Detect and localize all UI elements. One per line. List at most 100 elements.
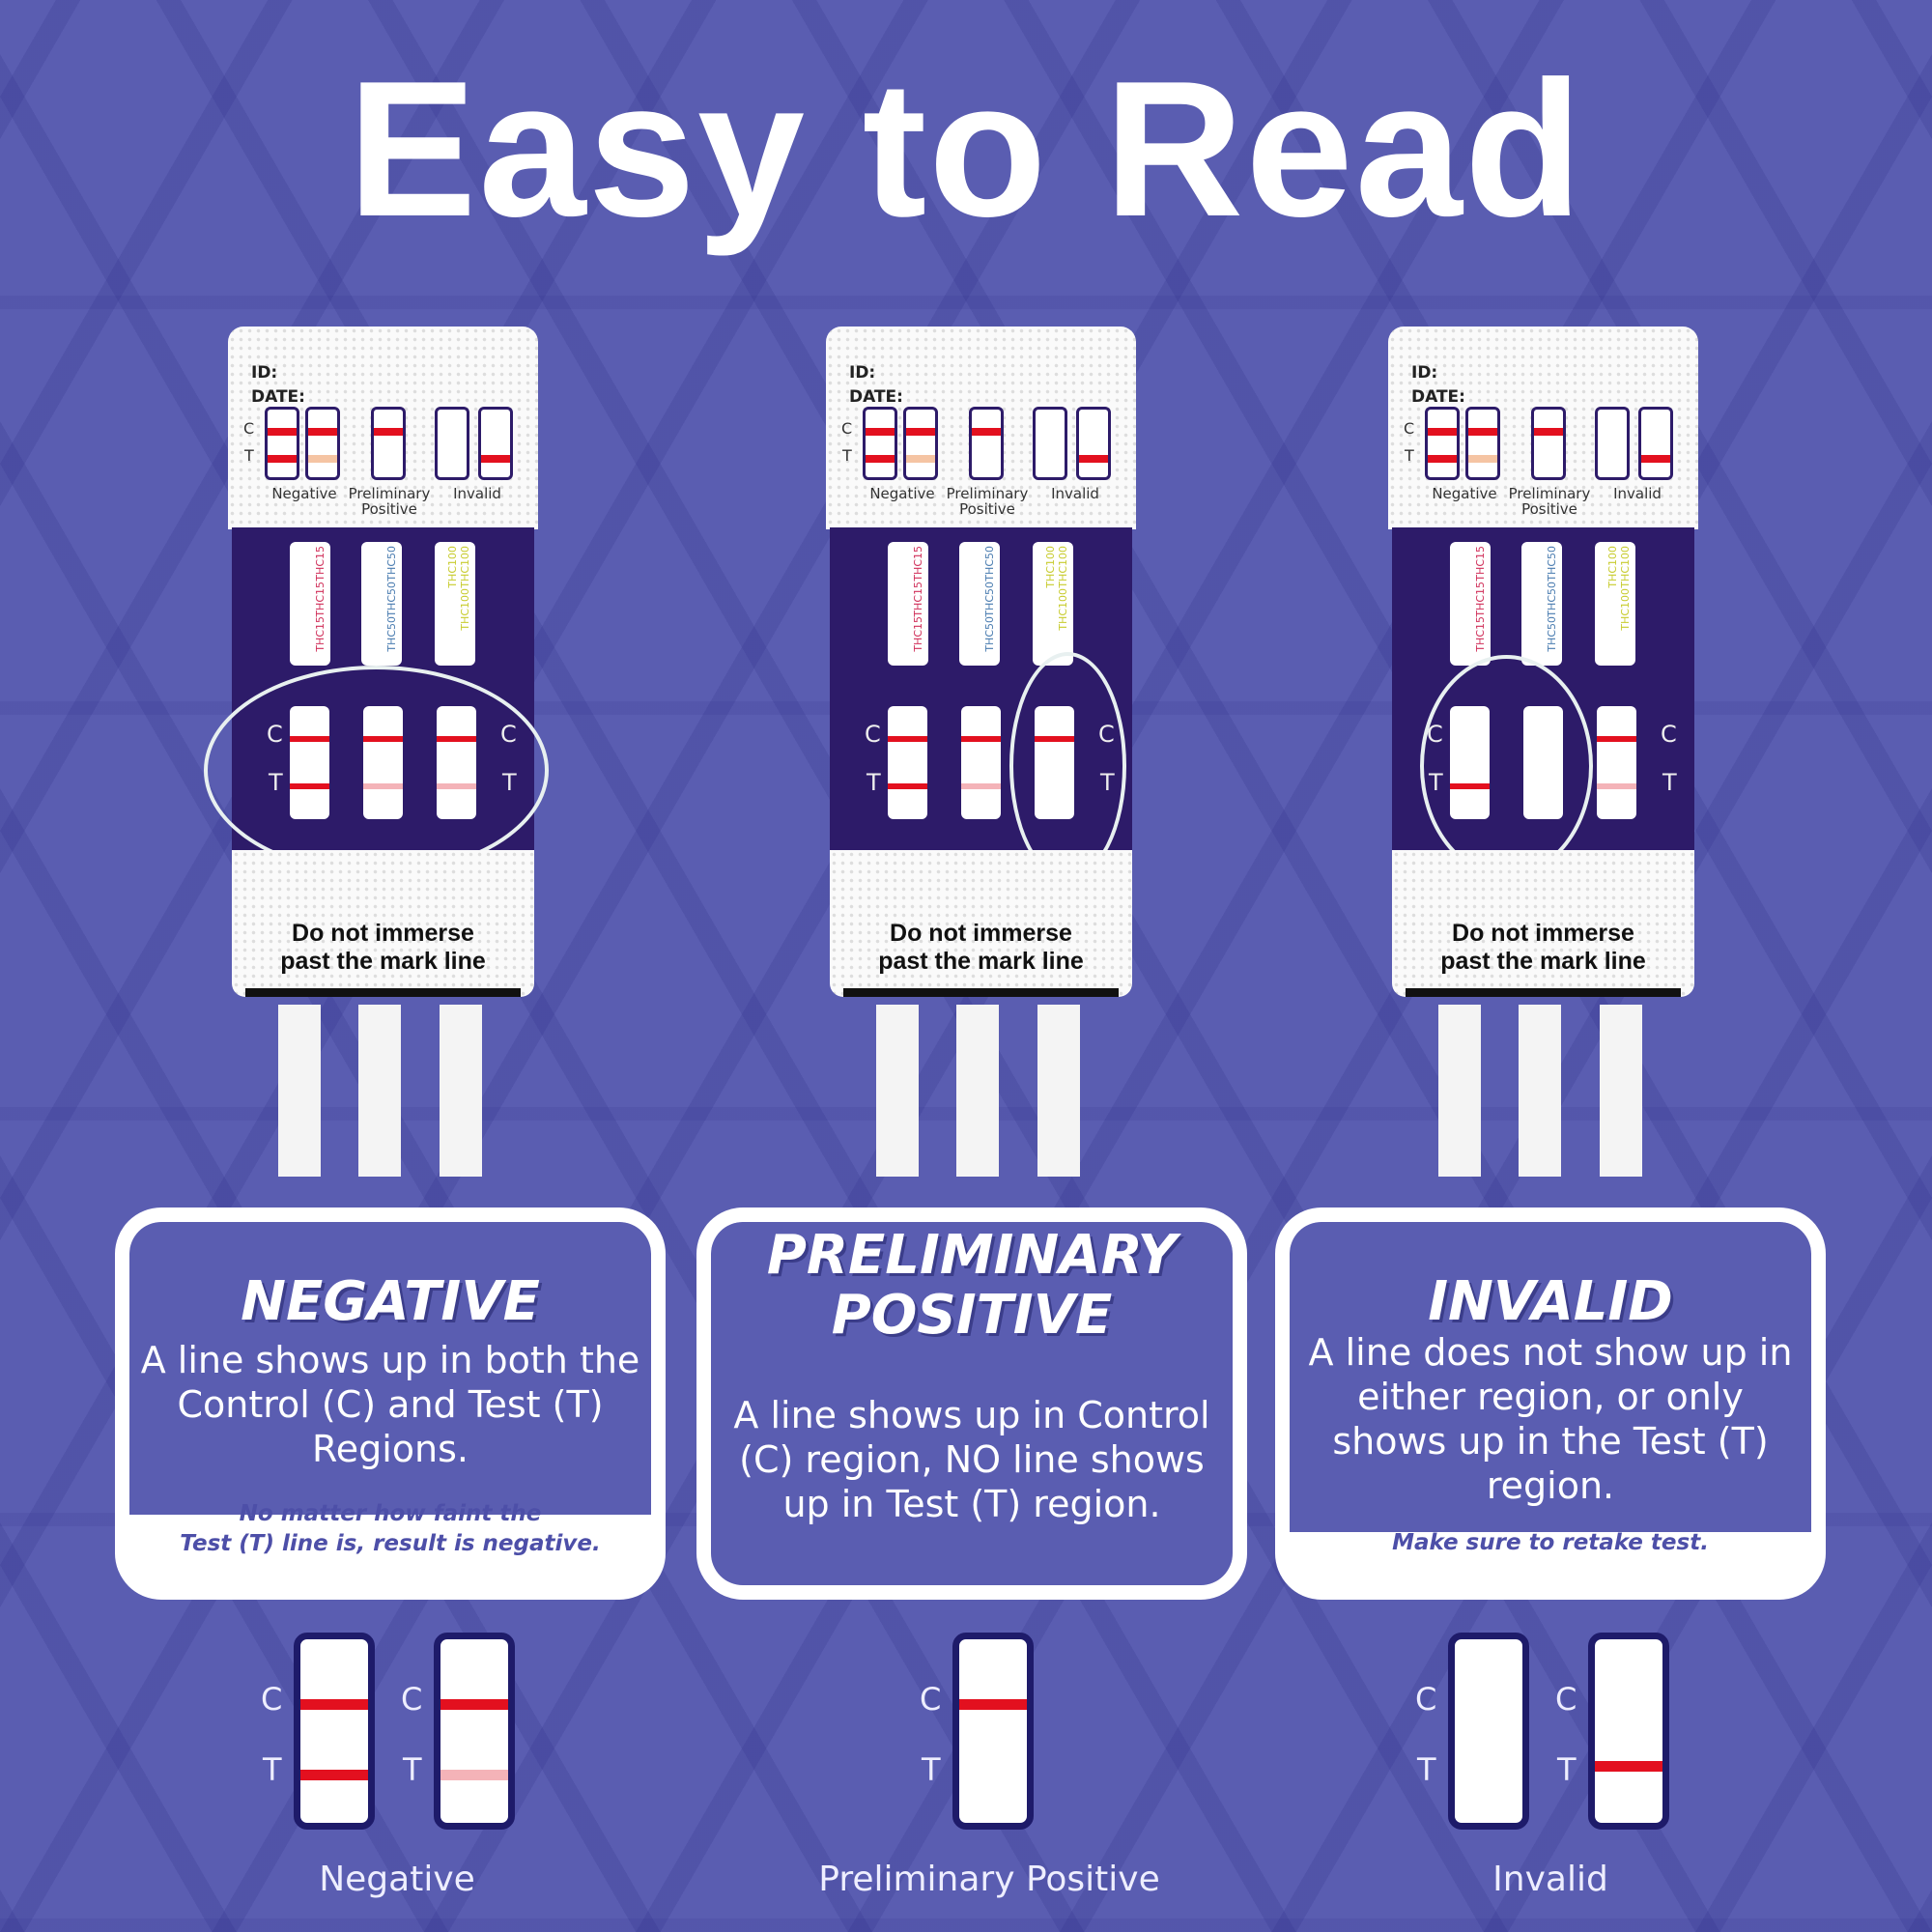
page-title: Easy to Read xyxy=(347,42,1585,257)
result-box-panel xyxy=(711,1222,1233,1585)
result-title: NEGATIVE xyxy=(129,1272,651,1332)
description-line: A line does not show up in xyxy=(1308,1331,1793,1374)
legend-positive-label: Positive xyxy=(1521,500,1577,518)
control-line xyxy=(1534,428,1563,436)
result-window xyxy=(961,706,1001,819)
pad-label: THC50 xyxy=(385,546,398,582)
result-box-panel xyxy=(129,1222,651,1515)
result-title-line: PRELIMINARY xyxy=(766,1224,1178,1287)
test-line xyxy=(1597,783,1636,789)
dip-strip xyxy=(1519,1005,1561,1177)
pad-label: THC15 xyxy=(912,581,924,617)
test-line xyxy=(1079,455,1108,463)
example-c-letter: C xyxy=(1555,1681,1577,1718)
legend-negative-label: Negative xyxy=(869,485,935,502)
warning-line: past the mark line xyxy=(280,948,486,975)
pad-label: THC50 xyxy=(1546,616,1558,653)
id-label: ID: xyxy=(849,363,876,383)
pad-label: THC15 xyxy=(314,581,327,617)
result-note: Make sure to retake test. xyxy=(1290,1528,1811,1558)
pad-label: THC50 xyxy=(983,616,996,653)
test-line xyxy=(300,1770,368,1780)
test-line xyxy=(1428,455,1457,463)
legend-c-letter: C xyxy=(243,419,255,438)
pad-label: THC15 xyxy=(1474,546,1487,582)
example-strip-negative xyxy=(434,1633,515,1830)
warning-line: past the mark line xyxy=(878,948,1084,975)
legend-positive-label: Positive xyxy=(361,500,417,518)
warning-line: Do not immerse xyxy=(890,920,1072,947)
pad-label: THC100 xyxy=(1057,587,1069,631)
dip-strip xyxy=(956,1005,999,1177)
legend-window xyxy=(1076,407,1111,480)
example-c-letter: C xyxy=(261,1681,283,1718)
warning-line: Do not immerse xyxy=(292,920,474,947)
legend-window xyxy=(435,407,469,480)
legend-preliminary-label: Preliminary xyxy=(1508,485,1591,502)
pad-label: THC15 xyxy=(1474,616,1487,653)
control-line xyxy=(1428,428,1457,436)
legend-window xyxy=(1638,407,1673,480)
legend-preliminary-label: Preliminary xyxy=(348,485,431,502)
sample-pad-thc100: THC100THC100THC100 xyxy=(1033,542,1073,666)
example-label: Invalid xyxy=(1492,1860,1608,1899)
control-line xyxy=(972,428,1001,436)
pad-label: THC15 xyxy=(314,616,327,653)
control-line xyxy=(440,1699,508,1710)
pad-label: THC50 xyxy=(385,616,398,653)
control-line xyxy=(906,428,935,436)
sample-pad-thc15: THC15THC15THC15 xyxy=(1450,542,1491,666)
dip-strip xyxy=(876,1005,919,1177)
description-line: up in Test (T) region. xyxy=(782,1483,1161,1525)
result-description: A line shows up in Control(C) region, NO… xyxy=(711,1393,1233,1526)
legend-t-letter: T xyxy=(842,446,852,465)
result-title-line: POSITIVE xyxy=(831,1284,1113,1347)
mark-line xyxy=(1406,988,1681,997)
description-line: shows up in the Test (T) xyxy=(1332,1420,1769,1463)
description-line: region. xyxy=(1486,1464,1615,1507)
legend-window xyxy=(305,407,340,480)
control-line xyxy=(961,736,1001,742)
example-label: Negative xyxy=(319,1860,475,1899)
mark-line xyxy=(245,988,521,997)
legend-negative-label: Negative xyxy=(271,485,337,502)
t-letter: T xyxy=(1662,769,1677,796)
test-line xyxy=(481,455,510,463)
legend-window xyxy=(1425,407,1460,480)
warning-line: past the mark line xyxy=(1440,948,1646,975)
mark-line xyxy=(843,988,1119,997)
legend-window xyxy=(478,407,513,480)
legend-window xyxy=(265,407,299,480)
date-label: DATE: xyxy=(1411,387,1465,407)
legend-c-letter: C xyxy=(1404,419,1415,438)
c-letter: C xyxy=(865,721,881,748)
example-strip-preliminary-positive xyxy=(952,1633,1034,1830)
legend-invalid-label: Invalid xyxy=(1051,485,1099,502)
pad-label: THC100 xyxy=(1619,587,1632,631)
result-title-line: NEGATIVE xyxy=(241,1270,540,1333)
control-line xyxy=(300,1699,368,1710)
test-line xyxy=(906,455,935,463)
note-line: Make sure to retake test. xyxy=(1392,1530,1709,1555)
description-line: either region, or only xyxy=(1357,1376,1744,1418)
example-t-letter: T xyxy=(1557,1751,1577,1788)
dip-strip xyxy=(1600,1005,1642,1177)
example-c-letter: C xyxy=(401,1681,423,1718)
legend-t-letter: T xyxy=(1405,446,1414,465)
example-t-letter: T xyxy=(403,1751,422,1788)
result-box-panel xyxy=(1290,1222,1811,1532)
highlight-ellipse xyxy=(203,665,549,875)
highlight-ellipse xyxy=(1009,652,1126,880)
legend-c-letter: C xyxy=(841,419,853,438)
result-window xyxy=(1597,706,1636,819)
